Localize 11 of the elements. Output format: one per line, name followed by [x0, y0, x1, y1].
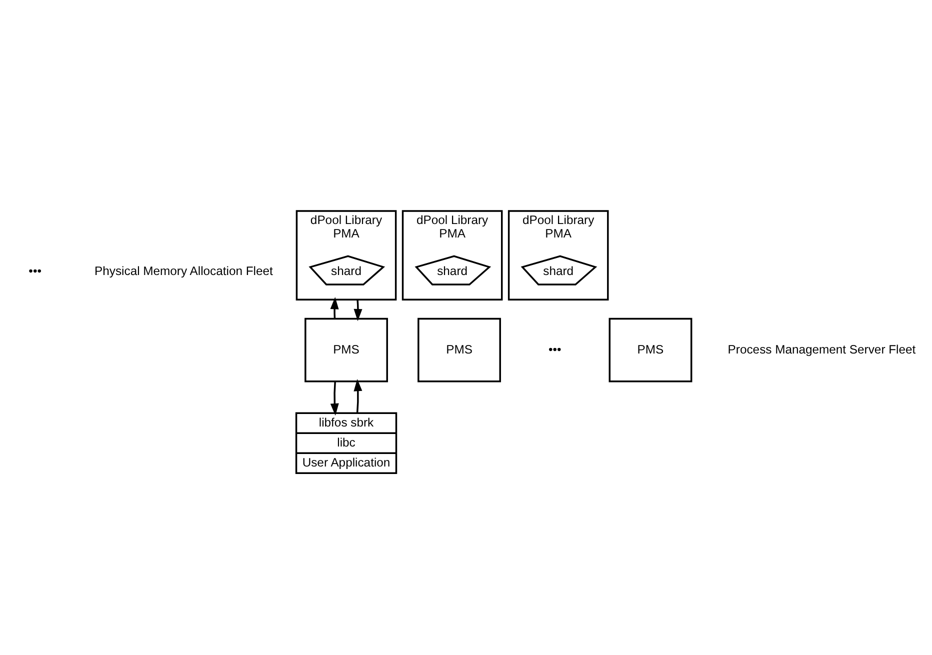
node-box: PMS: [608, 317, 692, 382]
arrow: [354, 378, 362, 413]
node-box: PMS: [418, 317, 501, 382]
arrow: [330, 381, 339, 416]
label: •••: [28, 264, 42, 278]
node-box: PMS: [304, 317, 388, 382]
arrow: [354, 299, 362, 321]
arrow: [330, 296, 339, 318]
label: Physical Memory Allocation Fleet: [94, 264, 273, 278]
label: Process Management Server Fleet: [728, 342, 916, 356]
label: •••: [548, 342, 562, 356]
